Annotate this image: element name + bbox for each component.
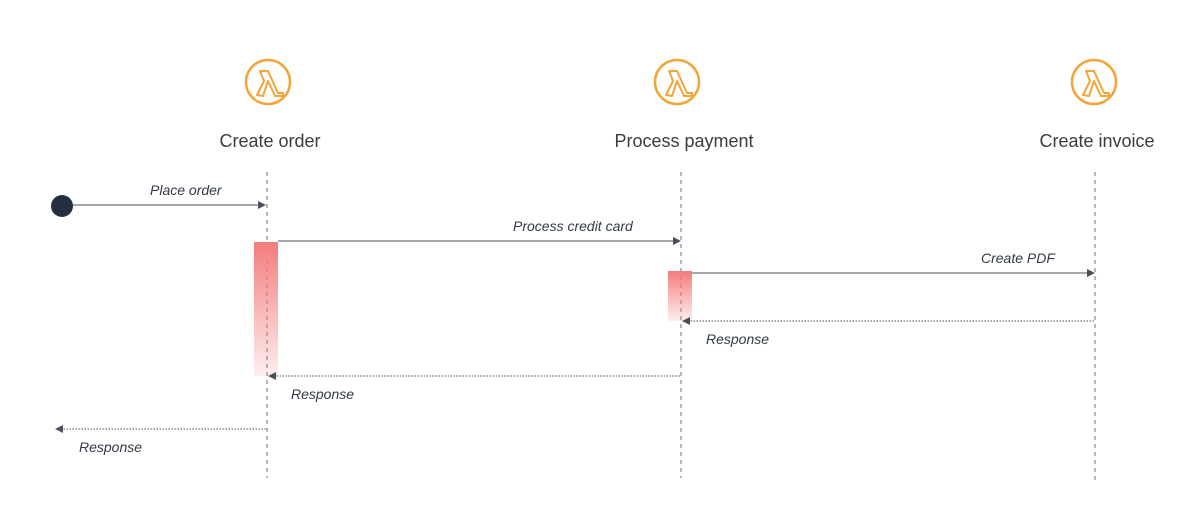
message-response-order: Response	[55, 425, 266, 455]
message-place-order: Place order	[73, 182, 266, 209]
message-create-pdf: Create PDF	[692, 250, 1095, 277]
activation-process-payment	[668, 271, 692, 321]
participant-label-process-payment: Process payment	[614, 131, 753, 151]
start-node	[51, 195, 73, 217]
participant-label-create-invoice: Create invoice	[1039, 131, 1154, 151]
participant-create-invoice: Create invoice	[1039, 58, 1155, 484]
message-response-invoice: Response	[682, 317, 1094, 347]
message-label-response-payment: Response	[291, 386, 354, 402]
lambda-icon	[244, 58, 292, 106]
participant-label-create-order: Create order	[219, 131, 320, 151]
message-label-process-credit-card: Process credit card	[513, 218, 634, 234]
message-process-credit-card: Process credit card	[278, 218, 681, 245]
message-response-payment: Response	[268, 372, 680, 402]
message-label-response-order: Response	[79, 439, 142, 455]
activation-create-order	[254, 242, 278, 376]
message-label-place-order: Place order	[150, 182, 223, 198]
participant-process-payment: Process payment	[614, 58, 754, 478]
lambda-icon	[653, 58, 701, 106]
message-label-response-invoice: Response	[706, 331, 769, 347]
message-label-create-pdf: Create PDF	[981, 250, 1056, 266]
lambda-icon	[1070, 58, 1118, 106]
